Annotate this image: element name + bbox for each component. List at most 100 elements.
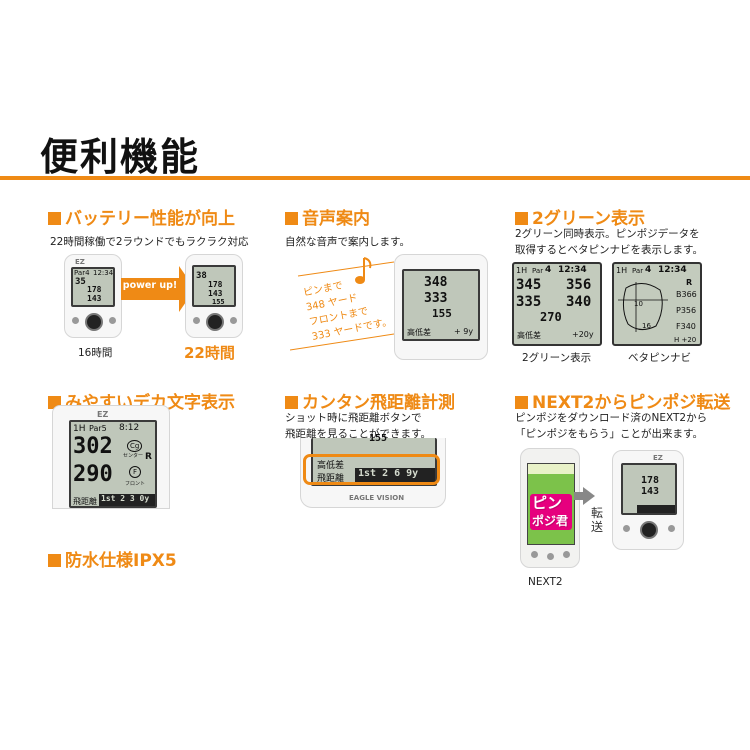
device-button-small xyxy=(193,317,200,324)
lcd-clock: 8:12 xyxy=(119,423,140,433)
two-green-screen: 1H Par 4 12:34 345 356 335 340 270 高低差 +… xyxy=(512,262,602,346)
device-button-small xyxy=(531,551,538,558)
green-heading: 2グリーン表示 xyxy=(515,204,645,229)
device-button xyxy=(206,313,224,331)
music-note-icon xyxy=(355,257,372,284)
battery-old-caption: 16時間 xyxy=(78,347,113,359)
lcd-label: 高低差 xyxy=(407,328,431,337)
green-desc-line: 取得するとベタピンナビを表示します。 xyxy=(515,244,703,256)
lcd-pin: P356 xyxy=(676,306,697,315)
lcd-value: + 9y xyxy=(454,327,474,336)
device-old: EZ Par4 12:34 35 178 143 xyxy=(64,254,122,338)
lcd-number: 340 xyxy=(566,294,592,310)
lcd-bar xyxy=(637,505,675,513)
lcd-bar-label: 飛距離 xyxy=(73,497,97,506)
next2-desc-line: ピンポジをダウンロード済のNEXT2から xyxy=(515,412,708,424)
distance-highlight xyxy=(303,454,440,485)
device-distance-screen: 155 高低差 飛距離 1st 2 6 9y xyxy=(311,433,437,486)
next2-heading: NEXT2からピンポジ転送 xyxy=(515,388,730,413)
lcd-bar-value: 1st 2 3 0y xyxy=(99,494,155,506)
device-new: 38 178 143 155 xyxy=(185,254,243,338)
lcd-number: 178 xyxy=(208,280,223,289)
lcd-par-num: 4 xyxy=(545,265,552,275)
lcd-big-number: 290 xyxy=(73,462,113,487)
device-distance: 155 高低差 飛距離 1st 2 6 9y EAGLE VISION xyxy=(300,433,446,508)
square-bullet-icon xyxy=(48,554,61,567)
next2-heading-text: NEXT2からピンポジ転送 xyxy=(532,393,731,413)
lcd-label: 高低差 xyxy=(517,331,541,340)
speech-line xyxy=(297,261,395,277)
voice-decoration xyxy=(290,257,395,351)
lcd-number: 16 xyxy=(642,322,651,330)
logo-line: ピン xyxy=(532,494,563,512)
device-bignum: EZ 1H Par5 8:12 302 290 Cg センター R F フロント… xyxy=(52,405,170,509)
square-bullet-icon xyxy=(285,212,298,225)
lcd-bar-value: 1st 2 6 9y xyxy=(355,468,435,482)
battery-heading: バッテリー性能が向上 xyxy=(48,204,235,229)
next2-logo-text: ピン ポジ君 xyxy=(532,494,568,530)
distance-heading-text: カンタン飛距離計測 xyxy=(302,393,455,413)
voice-desc: 自然な音声で案内します。 xyxy=(285,236,410,248)
betapin-screen: 1H Par 4 12:34 10 16 R B366 P356 F340 H … xyxy=(612,262,702,346)
device-logo: EZ xyxy=(75,258,85,266)
next2-screen: ピン ポジ君 xyxy=(527,463,575,545)
distance-desc: ショット時に飛距離ボタンで 飛距離を見ることができます。 xyxy=(285,410,431,442)
lcd-number: 356 xyxy=(566,277,592,293)
device-new-screen: 38 178 143 155 xyxy=(192,265,236,307)
power-up-arrow xyxy=(121,278,179,300)
page-title: 便利機能 xyxy=(40,135,201,179)
lcd-hole: 1H xyxy=(516,266,528,275)
device-button-small xyxy=(668,525,675,532)
voice-heading-text: 音声案内 xyxy=(302,209,370,229)
next2-logo-bg xyxy=(530,494,572,530)
voice-heading: 音声案内 xyxy=(285,204,370,229)
lcd-number: 178 xyxy=(87,285,102,294)
lcd-number: 335 xyxy=(516,294,542,310)
device-target-screen: 178 143 xyxy=(621,463,677,515)
lcd-number: 143 xyxy=(641,486,660,497)
arrow-right-icon xyxy=(583,487,595,505)
lcd-number: 10 xyxy=(634,300,643,308)
distance-desc-line: ショット時に飛距離ボタンで xyxy=(285,412,422,424)
next2-screen-header xyxy=(528,464,574,474)
device-button-small xyxy=(547,553,554,560)
square-bullet-icon xyxy=(515,212,528,225)
lcd-number: 155 xyxy=(432,307,452,320)
lcd-clock: 12:34 xyxy=(658,265,687,275)
waterproof-heading-text: 防水仕様IPX5 xyxy=(65,551,177,571)
lcd-number: 348 xyxy=(424,275,448,290)
center-icon: Cg xyxy=(127,440,143,452)
battery-heading-text: バッテリー性能が向上 xyxy=(65,209,235,229)
lcd-front-label: フロント xyxy=(125,481,146,487)
device-logo: EZ xyxy=(653,454,663,462)
lcd-center-label: センター xyxy=(123,453,144,459)
lcd-clock: 12:34 xyxy=(93,269,114,277)
device-voice-screen: 348 333 155 高低差 + 9y xyxy=(402,269,480,341)
lcd-value: +20y xyxy=(572,330,594,339)
power-up-label: power up! xyxy=(122,280,178,291)
device-logo: EZ xyxy=(97,410,109,419)
device-button xyxy=(640,521,658,539)
device-old-screen: Par4 12:34 35 178 143 xyxy=(71,267,115,307)
device-button-small xyxy=(109,317,116,324)
lcd-front: F340 xyxy=(676,322,696,331)
device-button xyxy=(85,313,103,331)
lcd-hole: 1H xyxy=(73,424,86,434)
title-rule xyxy=(0,176,750,180)
square-bullet-icon xyxy=(48,212,61,225)
lcd-number: 143 xyxy=(87,294,102,303)
square-bullet-icon xyxy=(515,396,528,409)
lcd-label: 飛距離 xyxy=(317,474,345,484)
green-desc: 2グリーン同時表示。ピンポジデータを 取得するとベタピンナビを表示します。 xyxy=(515,226,703,258)
betapin-caption: ベタピンナビ xyxy=(628,352,691,364)
lcd-number: 270 xyxy=(540,310,562,324)
device-button-small xyxy=(230,317,237,324)
green-heading-text: 2グリーン表示 xyxy=(532,209,645,229)
battery-new-caption: 22時間 xyxy=(184,344,235,362)
lcd-par: Par xyxy=(632,267,644,275)
lcd-number: 155 xyxy=(369,433,388,444)
transfer-arrow-bar xyxy=(574,492,584,500)
transfer-label: 転送 xyxy=(590,506,603,534)
lcd-par: Par5 xyxy=(89,424,107,433)
front-icon: F xyxy=(129,466,142,478)
